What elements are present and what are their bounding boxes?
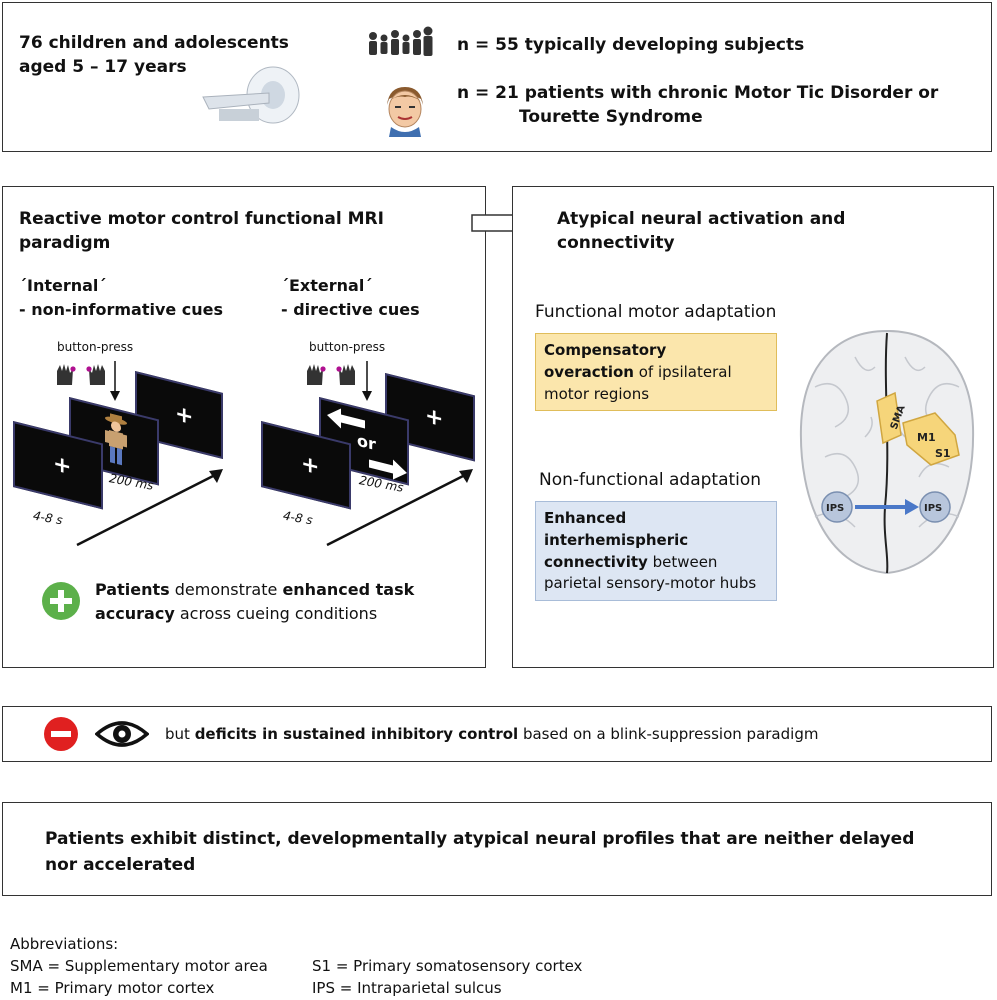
conclusion-line2: nor accelerated: [45, 855, 196, 875]
deficit-prefix: but: [165, 725, 195, 743]
abbreviation-ips: IPS = Intraparietal sulcus: [312, 979, 502, 997]
external-time-arrow: [326, 469, 473, 547]
deficit-suffix: based on a blink-suppression paradigm: [518, 725, 819, 743]
cowboy-icon: [105, 413, 127, 466]
internal-time-arrow: [76, 469, 223, 547]
group2-label-line2: Tourette Syndrome: [519, 107, 703, 127]
external-title: ´External´: [281, 276, 373, 295]
fixation-cross: +: [175, 400, 194, 431]
cohort-box: 76 children and adolescents aged 5 – 17 …: [2, 2, 992, 152]
functional-bold-compensatory: Compensatory: [544, 341, 667, 359]
external-button-press-label: button-press: [309, 340, 386, 354]
brain-label-ips-right: IPS: [924, 503, 942, 514]
conclusion-line1: Patients exhibit distinct, developmental…: [45, 829, 915, 849]
paradigm-box: Reactive motor control functional MRI pa…: [2, 186, 486, 668]
abbreviation-s1: S1 = Primary somatosensory cortex: [312, 957, 583, 975]
nonfunctional-bold-interhemispheric: interhemispheric: [544, 530, 689, 549]
abbreviation-m1: M1 = Primary motor cortex: [10, 979, 215, 997]
nonfunctional-bold-connectivity: connectivity: [544, 552, 648, 571]
cohort-line2: aged 5 – 17 years: [19, 57, 187, 77]
nonfunctional-rest2: parietal sensory-motor hubs: [544, 574, 757, 593]
external-press-arrow: [362, 361, 372, 401]
result-text-line1: Patients demonstrate enhanced task: [95, 579, 414, 601]
brain-label-m1: M1: [917, 431, 936, 444]
activation-title-line1: Atypical neural activation and: [557, 209, 846, 229]
fixation-cross: +: [425, 402, 444, 433]
nonfunctional-adaptation-box: Enhanced interhemispheric connectivity b…: [535, 501, 777, 601]
hands-icon: [57, 364, 105, 385]
functional-rest1: of ipsilateral: [633, 362, 732, 381]
activation-box: Atypical neural activation and connectiv…: [512, 186, 994, 668]
abbreviations-title: Abbreviations:: [10, 935, 119, 953]
internal-press-arrow: [110, 361, 120, 401]
family-icon: [369, 26, 433, 56]
hands-icon: [307, 364, 355, 385]
nonfunctional-adaptation-label: Non-functional adaptation: [539, 470, 762, 490]
eye-icon: [95, 721, 149, 747]
fixation-cross: +: [53, 450, 72, 481]
cue-or-label: or: [357, 430, 376, 455]
result-bold-patients: Patients: [95, 580, 170, 599]
deficit-bold: deficits in sustained inhibitory control: [194, 725, 519, 743]
deficit-box: but deficits in sustained inhibitory con…: [2, 706, 992, 762]
minus-circle-icon: [44, 717, 78, 751]
group2-label-line1: n = 21 patients with chronic Motor Tic D…: [457, 83, 939, 103]
nonfunctional-bold-enhanced: Enhanced: [544, 509, 627, 527]
fixation-cross: +: [301, 450, 320, 481]
brain-icon: SMA M1 S1 IPS IPS: [799, 329, 975, 575]
brain-label-ips-left: IPS: [826, 503, 844, 514]
result-bold-accuracy: accuracy: [95, 604, 175, 623]
brain-label-s1: S1: [935, 447, 951, 460]
group1-label: n = 55 typically developing subjects: [457, 35, 805, 55]
internal-cue-screen: [69, 397, 159, 486]
deficit-text: but deficits in sustained inhibitory con…: [165, 724, 818, 746]
child-face-icon: [387, 87, 423, 137]
internal-fixation-duration: 4-8 s: [32, 508, 64, 528]
functional-rest2: motor regions: [544, 384, 650, 403]
external-subtitle: - directive cues: [281, 300, 420, 319]
functional-adaptation-box: Compensatory overaction of ipsilateral m…: [535, 333, 777, 411]
paradigm-title-line2: paradigm: [19, 233, 111, 253]
functional-bold-overaction: overaction: [544, 362, 634, 381]
external-fixation-duration: 4-8 s: [282, 508, 314, 528]
internal-button-press-label: button-press: [57, 340, 134, 354]
plus-circle-icon: [42, 582, 80, 620]
activation-title-line2: connectivity: [557, 233, 675, 253]
left-arrow-cue-icon: [327, 408, 365, 429]
cohort-line1: 76 children and adolescents: [19, 33, 289, 53]
result-mid: demonstrate: [169, 580, 283, 599]
internal-title: ´Internal´: [19, 276, 107, 295]
nonfunctional-rest1: between: [647, 552, 718, 571]
functional-adaptation-label: Functional motor adaptation: [535, 302, 777, 322]
mri-scanner-icon: [202, 66, 300, 124]
abbreviation-sma: SMA = Supplementary motor area: [10, 957, 268, 975]
result-text-line2: accuracy across cueing conditions: [95, 603, 377, 625]
conclusion-box: Patients exhibit distinct, developmental…: [2, 802, 992, 896]
right-arrow-cue-icon: [369, 459, 407, 480]
paradigm-title-line1: Reactive motor control functional MRI: [19, 209, 384, 229]
result-end: across cueing conditions: [174, 604, 378, 623]
external-cue-screen: or: [319, 397, 409, 486]
internal-subtitle: - non-informative cues: [19, 300, 224, 319]
result-bold-enhanced: enhanced task: [282, 580, 415, 599]
